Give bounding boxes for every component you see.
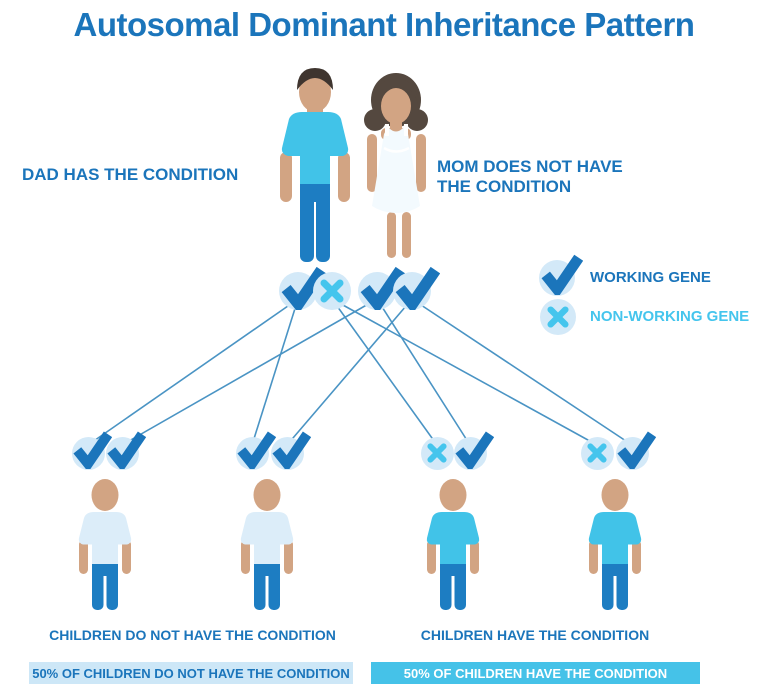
children-affected-caption: CHILDREN HAVE THE CONDITION [420,627,650,643]
stat-bar-unaffected: 50% OF CHILDREN DO NOT HAVE THE CONDITIO… [29,662,353,684]
mom-figure [364,73,428,258]
mom-gene-2-working-gene-icon [393,266,440,310]
dad-figure [280,68,350,262]
children-unaffected-caption: CHILDREN DO NOT HAVE THE CONDITION [49,627,336,643]
child-3-gene-2-working-gene-icon [453,431,495,470]
child-4-gene-1-non-working-gene-icon [580,436,614,470]
child-1-figure [78,479,132,610]
child-2-figure [240,479,294,610]
child-4-figure [588,479,642,610]
legend-non-working-gene-label: NON-WORKING GENE [590,308,750,325]
mom-gene-1-working-gene-icon [358,266,405,310]
child-3-figure [426,479,480,610]
mom-condition-label: MOM DOES NOT HAVE THE CONDITION [437,157,623,196]
child-1-gene-1-working-gene-icon [71,431,113,470]
legend-working-gene-label: WORKING GENE [590,269,711,286]
child-2-gene-1-working-gene-icon [235,431,277,470]
legend-working-gene-icon [539,254,583,296]
child-2-gene-2-working-gene-icon [270,431,312,470]
stat-bar-affected: 50% OF CHILDREN HAVE THE CONDITION [371,662,700,684]
child-1-gene-2-working-gene-icon [105,431,147,470]
dad-gene-1-working-gene-icon [279,266,326,310]
dad-condition-label: DAD HAS THE CONDITION [22,165,239,184]
child-3-gene-1-non-working-gene-icon [420,436,454,470]
legend-non-working-gene-icon [540,299,576,335]
child-4-gene-2-working-gene-icon [615,431,657,470]
page-title: Autosomal Dominant Inheritance Pattern [73,6,695,43]
dad-gene-2-non-working-gene-icon [313,272,351,310]
